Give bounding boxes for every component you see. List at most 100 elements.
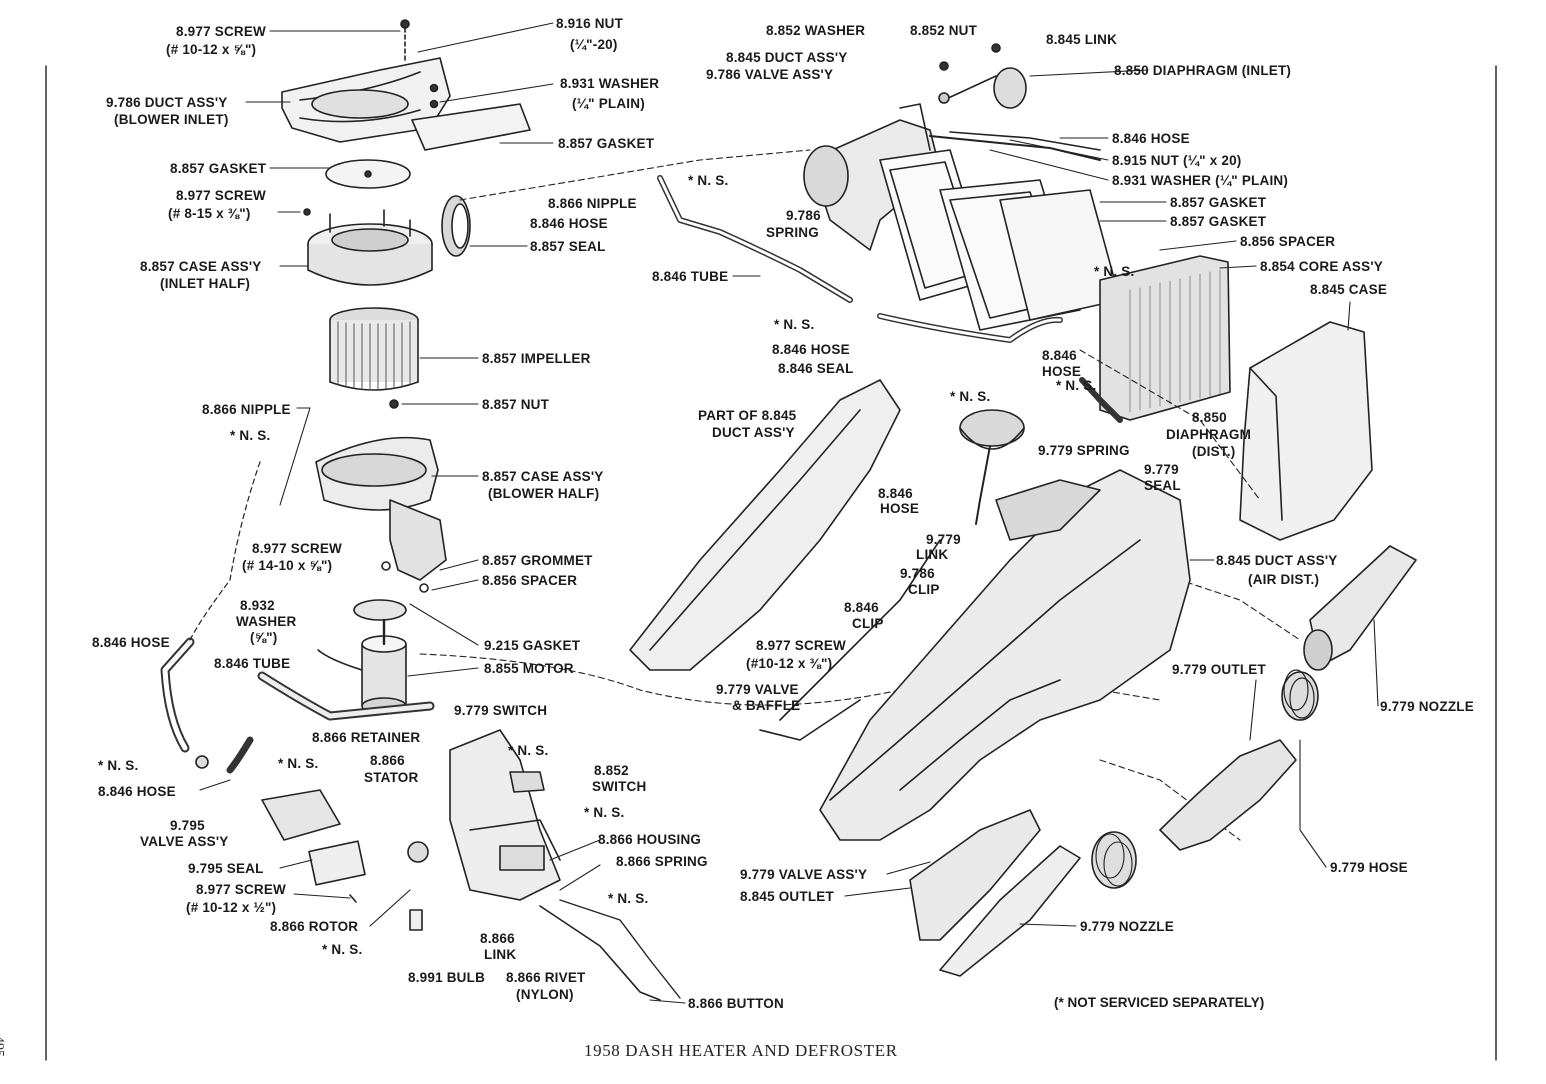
label-part-8845-b: DUCT ASS'Y	[712, 425, 795, 440]
label-diaphragm-8850-dist-b: DIAPHRAGM	[1166, 427, 1252, 442]
seal-ring-drawing	[441, 195, 471, 257]
impeller-drawing	[329, 307, 419, 409]
label-outlet-8845: 8.845 OUTLET	[740, 889, 834, 904]
label-hose-8846-mid2-b: HOSE	[1042, 364, 1082, 379]
air-distribution-duct-drawing	[759, 469, 1191, 841]
label-case-8857-blower: 8.857 CASE ASS'Y	[482, 469, 604, 484]
label-screw-8977-c: 8.977 SCREW	[252, 541, 342, 556]
label-washer-8931-left-spec: (¼" PLAIN)	[572, 96, 645, 111]
label-screw-8977-e-spec: (# 10-12 x ½")	[186, 900, 277, 915]
label-ns-1: * N. S.	[688, 173, 729, 188]
label-seal-9779: 9.779	[1144, 462, 1179, 477]
label-link-8866: 8.866	[480, 931, 515, 946]
label-switch-8852-b: SWITCH	[592, 779, 647, 794]
label-ns-6: * N. S.	[950, 389, 991, 404]
label-case-8845: 8.845 CASE	[1310, 282, 1388, 297]
label-switch-8852: 8.852	[594, 763, 629, 778]
footnote: (* NOT SERVICED SEPARATELY)	[1054, 995, 1265, 1010]
heater-case-drawing	[1239, 321, 1373, 541]
label-hose-9779: 9.779 HOSE	[1330, 860, 1408, 875]
label-ns-12: * N. S.	[608, 891, 649, 906]
label-stator-8866: 8.866	[370, 753, 405, 768]
label-hose-8846-left: 8.846 HOSE	[92, 635, 170, 650]
label-clip-8846: 8.846	[844, 600, 879, 615]
label-ns-10: * N. S.	[278, 756, 319, 771]
label-ns-2: * N. S.	[230, 428, 271, 443]
gasket-frames-drawing	[879, 149, 1121, 331]
label-duct-9786: 9.786 DUCT ASS'Y	[106, 95, 228, 110]
label-spring-8866: 8.866 SPRING	[616, 854, 708, 869]
label-housing-8866: 8.866 HOUSING	[598, 832, 702, 847]
label-spacer-8856-right: 8.856 SPACER	[1240, 234, 1336, 249]
label-ns-9: * N. S.	[98, 758, 139, 773]
label-outlet-9779: 9.779 OUTLET	[1172, 662, 1266, 677]
label-stator-8866-b: STATOR	[364, 770, 419, 785]
label-spring-9786-b: SPRING	[766, 225, 819, 240]
label-duct-8845-air: 8.845 DUCT ASS'Y	[1216, 553, 1338, 568]
label-motor-8855: 8.855 MOTOR	[484, 661, 574, 676]
label-nipple-8866-top: 8.866 NIPPLE	[548, 196, 637, 211]
gasket-disc-drawing	[325, 159, 411, 189]
blower-inlet-duct-drawing	[281, 19, 531, 151]
label-spacer-8856-left: 8.856 SPACER	[482, 573, 578, 588]
label-seal-8857: 8.857 SEAL	[530, 239, 606, 254]
label-gasket-8857-a: 8.857 GASKET	[558, 136, 655, 151]
label-ns-7: * N. S.	[508, 743, 549, 758]
label-hose-8846-right: 8.846 HOSE	[1112, 131, 1190, 146]
label-valve-9779-assy: 9.779 VALVE ASS'Y	[740, 867, 868, 882]
label-valve-9779-b: & BAFFLE	[732, 698, 801, 713]
label-washer-8932: 8.932	[240, 598, 275, 613]
label-screw-8977-c-spec: (# 14-10 x ⅝")	[242, 558, 333, 573]
switch-housing-drawing	[407, 729, 681, 1001]
label-ns-8: * N. S.	[584, 805, 625, 820]
heater-core-drawing	[1079, 255, 1231, 423]
bottom-outlet-drawing	[909, 809, 1137, 977]
part-of-duct-drawing	[629, 379, 901, 671]
page-number: 495	[0, 1036, 6, 1057]
label-link-9779-b: LINK	[916, 547, 949, 562]
label-nozzle-9779-right: 9.779 NOZZLE	[1380, 699, 1474, 714]
label-ns-11: * N. S.	[322, 942, 363, 957]
label-duct-8845-air-sub: (AIR DIST.)	[1248, 572, 1320, 587]
label-diaphragm-8850-inlet: 8.850 DIAPHRAGM (INLET)	[1114, 63, 1292, 78]
label-bulb-8991: 8.991 BULB	[408, 970, 486, 985]
label-washer-8852-top: 8.852 WASHER	[766, 23, 866, 38]
label-part-8845: PART OF 8.845	[698, 408, 797, 423]
label-valve-9795: 9.795	[170, 818, 205, 833]
label-grommet-8857: 8.857 GROMMET	[482, 553, 593, 568]
figure-caption: 1958 DASH HEATER AND DEFROSTER	[584, 1041, 898, 1060]
label-diaphragm-8850-dist: 8.850	[1192, 410, 1227, 425]
label-nipple-8866-left: 8.866 NIPPLE	[202, 402, 291, 417]
label-link-8866-b: LINK	[484, 947, 517, 962]
label-rotor-8866: 8.866 ROTOR	[270, 919, 359, 934]
label-screw-8977-d-spec: (#10-12 x ⅜")	[746, 656, 833, 671]
label-washer-8931-right: 8.931 WASHER (¼" PLAIN)	[1112, 173, 1289, 188]
distribution-diaphragm-drawing	[959, 409, 1025, 525]
label-screw-8977-b-spec: (# 8-15 x ⅜")	[168, 206, 251, 221]
valve-assembly-drawing	[261, 789, 366, 903]
label-leader-lines	[199, 22, 1379, 1004]
label-core-8854: 8.854 CORE ASS'Y	[1260, 259, 1383, 274]
label-seal-9795: 9.795 SEAL	[188, 861, 264, 876]
label-washer-8932-spec: (⅝")	[250, 630, 278, 645]
label-gasket-8857-d: 8.857 GASKET	[1170, 214, 1267, 229]
label-diaphragm-8850-dist-c: (DIST.)	[1192, 444, 1236, 459]
label-nozzle-9779-bottom: 9.779 NOZZLE	[1080, 919, 1174, 934]
label-valve-9795-b: VALVE ASS'Y	[140, 834, 229, 849]
upper-hoses-drawing	[657, 131, 1101, 343]
label-nut-8852-top: 8.852 NUT	[910, 23, 978, 38]
label-retainer-8866: 8.866 RETAINER	[312, 730, 421, 745]
label-case-8857-blower-sub: (BLOWER HALF)	[488, 486, 600, 501]
label-hose-8846-mid2: 8.846	[1042, 348, 1077, 363]
label-ns-5: * N. S.	[1056, 378, 1097, 393]
label-switch-9779: 9.779 SWITCH	[454, 703, 548, 718]
label-nut-8857: 8.857 NUT	[482, 397, 550, 412]
label-impeller-8857: 8.857 IMPELLER	[482, 351, 591, 366]
label-screw-8977-top: 8.977 SCREW	[176, 24, 266, 39]
label-screw-8977-e: 8.977 SCREW	[196, 882, 286, 897]
inlet-case-drawing	[303, 208, 433, 286]
right-outlet-hose-drawing	[1159, 545, 1417, 851]
label-screw-8977-b: 8.977 SCREW	[176, 188, 266, 203]
label-screw-8977-top-spec: (# 10-12 x ⅝")	[166, 42, 257, 57]
